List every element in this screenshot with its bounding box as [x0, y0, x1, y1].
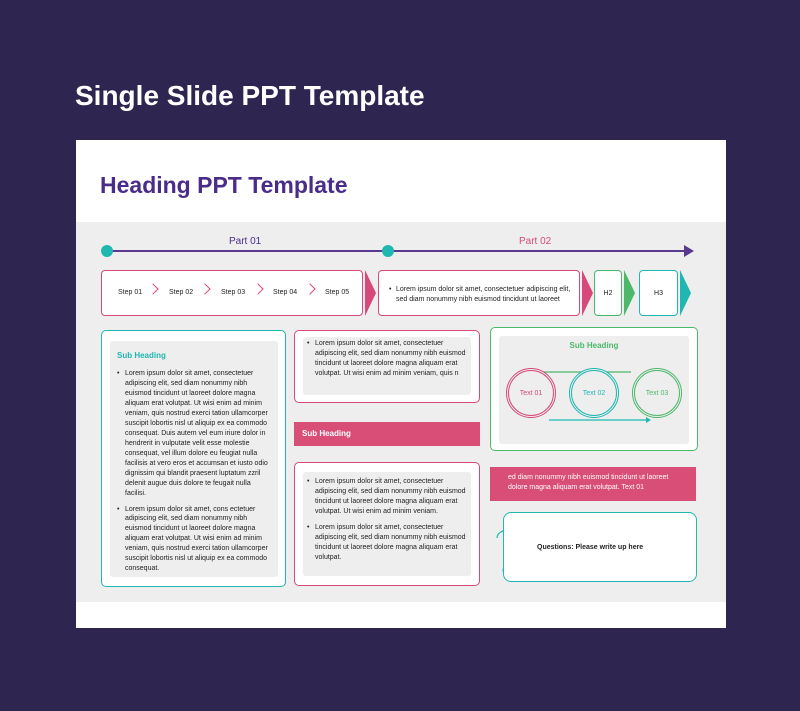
center-bottom-bullet-1: Lorem ipsum dolor sit amet, consectetuer…: [307, 477, 469, 517]
chevron-right-icon: [252, 283, 264, 295]
step-03: Step 03: [221, 289, 246, 296]
timeline-dot-middle: [382, 245, 394, 257]
left-card-bullet-2: Lorem ipsum dolor sit amet, cons ectetue…: [117, 505, 272, 575]
pink-note-text: ed diam nonummy nibh euismod tincidunt u…: [508, 474, 669, 491]
cycle-ring-02: Text 02: [569, 368, 619, 418]
slide-heading: Heading PPT Template: [100, 172, 348, 198]
cycle-text-02: Text 02: [582, 389, 606, 397]
part-01-label: Part 01: [229, 236, 262, 247]
cycle-ring-01: Text 01: [506, 368, 556, 418]
questions-box: Questions: Please write up here: [503, 512, 697, 582]
h3-box: H3: [639, 270, 678, 316]
pink-note-box: ed diam nonummy nibh euismod tincidunt u…: [490, 467, 696, 501]
chevron-right-icon: [199, 283, 211, 295]
center-top-text: Lorem ipsum dolor sit amet, consectetuer…: [307, 339, 469, 379]
center-top-card: Lorem ipsum dolor sit amet, consectetuer…: [294, 330, 480, 403]
center-bottom-card: Lorem ipsum dolor sit amet, consectetuer…: [294, 462, 480, 586]
part-02-label: Part 02: [519, 236, 552, 247]
center-subheading: Sub Heading: [302, 429, 351, 438]
cycle-ring-03: Text 03: [632, 368, 682, 418]
timeline-line: [106, 250, 688, 252]
left-card: Sub Heading Lorem ipsum dolor sit amet, …: [101, 330, 286, 587]
slide-content: Part 01 Part 02 Step 01 Step 02 Step 03 …: [76, 222, 726, 602]
page-title: Single Slide PPT Template: [75, 80, 425, 111]
h2-arrow-icon: [624, 270, 635, 316]
h3-arrow-icon: [680, 270, 691, 316]
cycle-card: Sub Heading Text 01 Text 02 Text 03: [490, 327, 698, 451]
center-bottom-bullet-2: Lorem ipsum dolor sit amet, consectetuer…: [307, 523, 469, 563]
timeline-dot-start: [101, 245, 113, 257]
left-card-heading: Sub Heading: [117, 351, 166, 360]
questions-text: Questions: Please write up here: [537, 544, 644, 551]
part-02-arrow-icon: [582, 270, 593, 316]
step-04: Step 04: [273, 289, 298, 296]
steps-box: Step 01 Step 02 Step 03 Step 04 Step 05: [101, 270, 363, 316]
h2-box: H2: [594, 270, 622, 316]
steps-arrow-icon: [365, 270, 376, 316]
slide: Heading PPT Template Part 01 Part 02 Ste…: [76, 140, 726, 628]
cycle-heading: Sub Heading: [569, 341, 619, 350]
cycle-text-03: Text 03: [645, 389, 669, 397]
part-02-text: Lorem ipsum dolor sit amet, consectetuer…: [396, 286, 571, 303]
timeline-arrow-icon: [684, 245, 694, 257]
cycle-text-01: Text 01: [519, 389, 543, 397]
center-subheading-bar: Sub Heading: [294, 422, 480, 446]
h3-label: H3: [654, 289, 663, 297]
step-05: Step 05: [325, 289, 350, 296]
step-01: Step 01: [118, 289, 143, 296]
h2-label: H2: [603, 289, 613, 297]
part-02-text-box: •Lorem ipsum dolor sit amet, consectetue…: [378, 270, 580, 316]
chevron-right-icon: [147, 283, 159, 295]
step-02: Step 02: [169, 289, 194, 296]
left-card-bullet-1: Lorem ipsum dolor sit amet, consectetuer…: [117, 369, 272, 498]
chevron-right-icon: [304, 283, 316, 295]
